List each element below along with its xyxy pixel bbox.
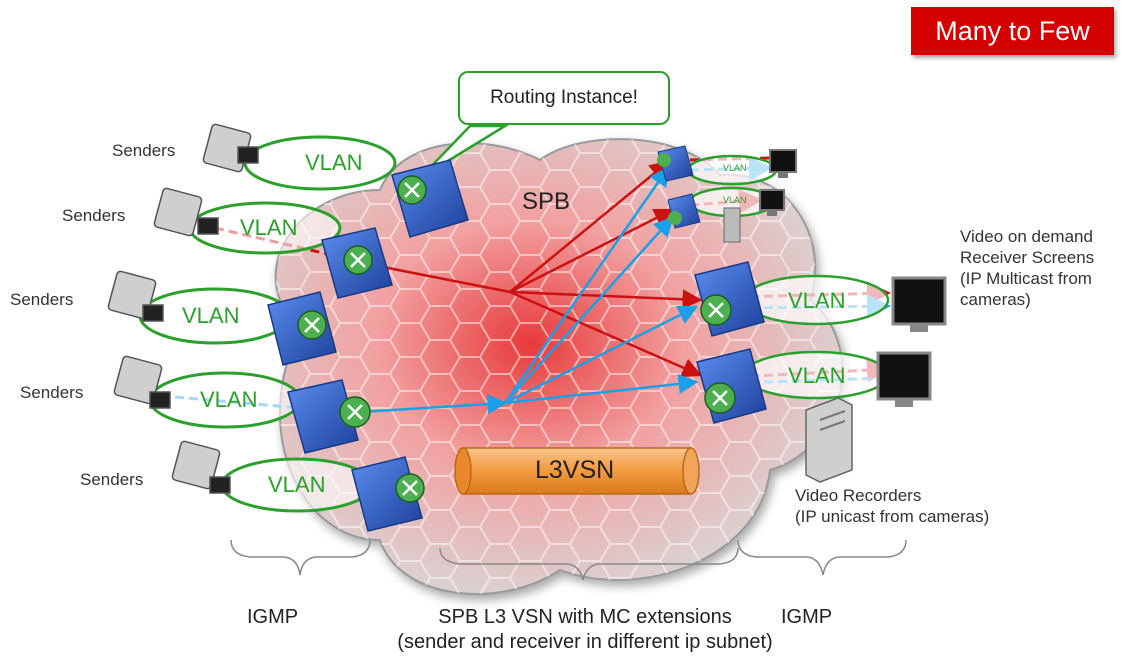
vlan-label: VLAN <box>788 288 846 313</box>
monitor-icon <box>891 276 947 332</box>
igmp-left-label: IGMP <box>247 606 299 628</box>
vlan-label: VLAN <box>268 472 326 497</box>
vod-line: (IP Multicast from <box>960 269 1092 288</box>
caption-line: SPB L3 VSN with MC extensions <box>438 606 732 628</box>
camera-icon <box>171 440 231 494</box>
switch-icon <box>696 348 767 424</box>
vod-line: cameras) <box>960 290 1031 309</box>
cameras <box>107 123 259 494</box>
vod-line: Receiver Screens <box>960 248 1095 267</box>
vlan-label: VLAN <box>723 163 747 173</box>
switch-icon <box>694 261 765 337</box>
braces <box>230 539 907 581</box>
vod-receivers-label: Video on demand Receiver Screens (IP Mul… <box>960 226 1094 310</box>
sender-label: Senders <box>10 290 74 309</box>
camera-icon <box>202 123 259 173</box>
many-to-few-badge: Many to Few <box>911 7 1114 55</box>
vlan-label: VLAN <box>305 150 363 175</box>
sender-label: Senders <box>20 383 84 402</box>
right-vlans <box>686 154 890 400</box>
switch-icon <box>267 291 337 366</box>
switch-icon <box>287 379 371 454</box>
sender-label: Senders <box>62 206 126 225</box>
spb-label: SPB <box>522 188 571 215</box>
spb-l3vsn-caption: SPB L3 VSN with MC extensions (sender an… <box>375 605 795 655</box>
vlan-label: VLAN <box>788 363 846 388</box>
switch-icon <box>351 456 425 532</box>
caption-line: (sender and receiver in different ip sub… <box>397 631 773 653</box>
camera-icon <box>113 355 171 409</box>
monitor-icon <box>769 149 797 178</box>
server-icon <box>805 397 853 483</box>
sender-label: Senders <box>80 470 144 489</box>
vlan-label: VLAN <box>723 195 747 205</box>
recorders-line: (IP unicast from cameras) <box>795 507 990 526</box>
vlan-label: VLAN <box>240 215 298 240</box>
switch-icon <box>321 227 393 299</box>
routing-instance-callout: Routing Instance! <box>458 71 670 125</box>
monitor-icon <box>876 351 932 407</box>
multicast-flows <box>357 160 703 378</box>
unicast-flows <box>359 165 699 415</box>
l3vsn-tunnel <box>454 447 700 495</box>
callout-text: Routing Instance! <box>490 87 638 108</box>
switch-icon <box>391 159 469 238</box>
vod-line: Video on demand <box>960 227 1093 246</box>
server-icon <box>723 207 741 243</box>
sender-label: Senders <box>112 141 176 160</box>
vlan-label: VLAN <box>182 303 240 328</box>
vlan-label: VLAN <box>200 387 258 412</box>
camera-icon <box>107 270 164 322</box>
l3vsn-label: L3VSN <box>535 456 615 484</box>
switches <box>267 145 767 532</box>
igmp-right-label: IGMP <box>781 606 833 628</box>
switch-icon <box>657 145 694 182</box>
switch-icon <box>667 193 701 229</box>
recorders-line: Video Recorders <box>795 486 922 505</box>
video-recorders-label: Video Recorders (IP unicast from cameras… <box>795 485 989 527</box>
camera-icon <box>153 187 219 237</box>
monitor-icon <box>759 189 785 216</box>
